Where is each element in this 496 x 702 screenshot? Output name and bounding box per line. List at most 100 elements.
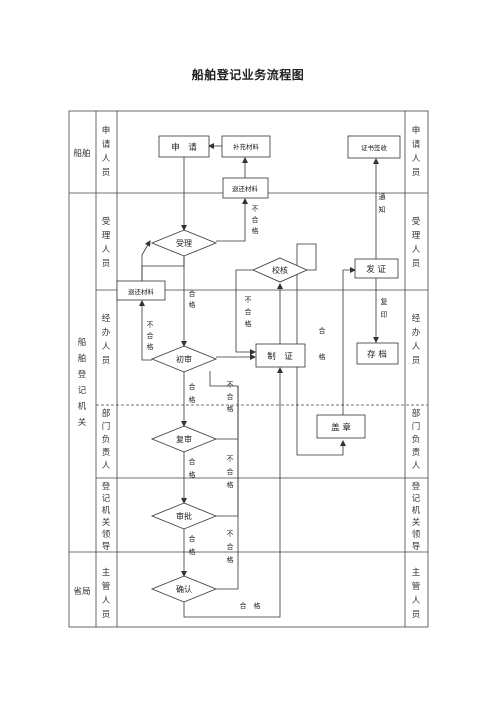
svg-text:人: 人 [412,154,421,164]
svg-text:领: 领 [102,529,111,540]
node-review-label: 复审 [176,434,192,444]
node-seal: 盖 章 [316,414,366,439]
role-left-leader: 登 记 机 关 领 导 [102,481,111,552]
svg-text:合: 合 [245,307,252,316]
role-left-acceptor: 受 理 人 员 [102,216,111,269]
svg-text:负: 负 [102,434,111,445]
node-first-review-label: 初审 [176,354,192,364]
svg-text:复: 复 [381,297,388,306]
svg-text:申: 申 [102,125,111,136]
role-right-applicant: 申 请 人 员 [412,125,421,178]
svg-text:员: 员 [412,168,421,178]
svg-text:记: 记 [412,494,421,504]
org-provincial-label: 省局 [73,586,90,597]
role-left-supervisor: 主 管 人 员 [102,567,111,620]
svg-text:格: 格 [227,404,234,413]
svg-text:导: 导 [412,542,421,552]
node-apply-label: 申 请 [171,142,197,153]
node-cert-receipt: 证书签收 [347,135,401,159]
label-accept-fail: 不 合 格 [252,205,259,235]
svg-text:人: 人 [102,154,111,164]
node-review: 复审 [150,425,218,453]
svg-text:关: 关 [102,517,111,528]
svg-text:机: 机 [412,505,421,516]
label-review-pass: 合 格 [189,457,196,479]
svg-text:人: 人 [102,245,111,255]
svg-text:主: 主 [102,567,111,578]
svg-text:关: 关 [78,417,87,428]
label-approve-fail: 不 合 格 [227,530,234,564]
edge-confirm-make [183,367,283,618]
svg-text:格: 格 [189,395,196,404]
role-right-handler: 经 办 人 员 [412,313,421,366]
svg-text:格: 格 [319,352,326,361]
svg-text:责: 责 [412,447,421,458]
svg-text:员: 员 [102,168,111,178]
edge-confirm-fail [209,371,239,590]
node-archive: 存 档 [356,342,399,365]
svg-text:不: 不 [227,530,234,538]
svg-text:办: 办 [102,327,111,338]
label-verify-pass: 合 格 [319,326,326,361]
node-archive-label: 存 档 [367,349,387,360]
svg-text:不: 不 [227,381,234,389]
svg-text:通: 通 [379,192,386,201]
page-title: 船舶登记业务流程图 [191,68,305,82]
role-left-applicant: 申 请 人 员 [102,125,111,178]
node-approve-label: 审批 [176,511,192,521]
svg-text:部: 部 [412,408,421,419]
svg-text:舶: 舶 [78,353,87,364]
svg-text:印: 印 [381,311,388,319]
label-verify-fail: 不 合 格 [245,296,252,328]
svg-text:人: 人 [412,245,421,255]
svg-text:管: 管 [412,581,421,592]
svg-text:人: 人 [102,596,111,606]
node-return-left: 退还材料 [116,280,166,301]
svg-text:责: 责 [102,447,111,458]
svg-text:员: 员 [412,356,421,366]
svg-text:员: 员 [102,610,111,620]
svg-text:申: 申 [412,125,421,136]
svg-text:登: 登 [78,369,87,380]
label-first-pass: 合 格 [189,382,196,404]
node-seal-label: 盖 章 [331,422,351,433]
edge-accept-return-top [216,198,248,242]
svg-text:人: 人 [102,461,111,471]
node-approve: 审批 [150,502,218,530]
svg-text:登: 登 [102,481,111,492]
svg-text:格: 格 [245,319,252,328]
org-registration-authority: 船 舶 登 记 机 关 [78,337,87,428]
node-confirm-label: 确认 [176,584,192,594]
svg-text:格: 格 [189,470,196,479]
svg-text:经: 经 [412,313,421,324]
svg-text:关: 关 [412,517,421,528]
svg-text:格: 格 [227,555,234,564]
role-left-handler: 经 办 人 员 [102,313,111,366]
svg-text:格: 格 [252,226,259,235]
svg-text:船: 船 [78,337,87,348]
edge-verify-make-fail [235,269,256,355]
svg-text:门: 门 [102,421,111,432]
node-return-top: 退还材料 [222,177,269,199]
role-left-dept-head: 部 门 负 责 人 [102,408,111,471]
svg-text:合: 合 [227,467,234,476]
svg-text:导: 导 [102,542,111,552]
svg-text:合: 合 [227,392,234,401]
svg-text:请: 请 [102,139,111,150]
svg-text:员: 员 [102,259,111,269]
node-issue: 发 证 [354,258,399,279]
edge-accept-return-left [141,256,185,280]
svg-text:管: 管 [102,581,111,592]
label-confirm-pass: 合 格 [240,601,261,610]
node-confirm: 确认 [150,575,218,603]
svg-text:记: 记 [102,494,111,504]
node-verify: 校核 [252,257,308,283]
svg-text:不: 不 [227,455,234,463]
node-accept-label: 受理 [176,238,192,248]
node-return-top-label: 退还材料 [232,184,259,193]
svg-text:人: 人 [412,342,421,352]
svg-text:不: 不 [252,205,259,213]
label-notify: 通 知 [379,192,386,214]
svg-text:理: 理 [102,231,111,241]
